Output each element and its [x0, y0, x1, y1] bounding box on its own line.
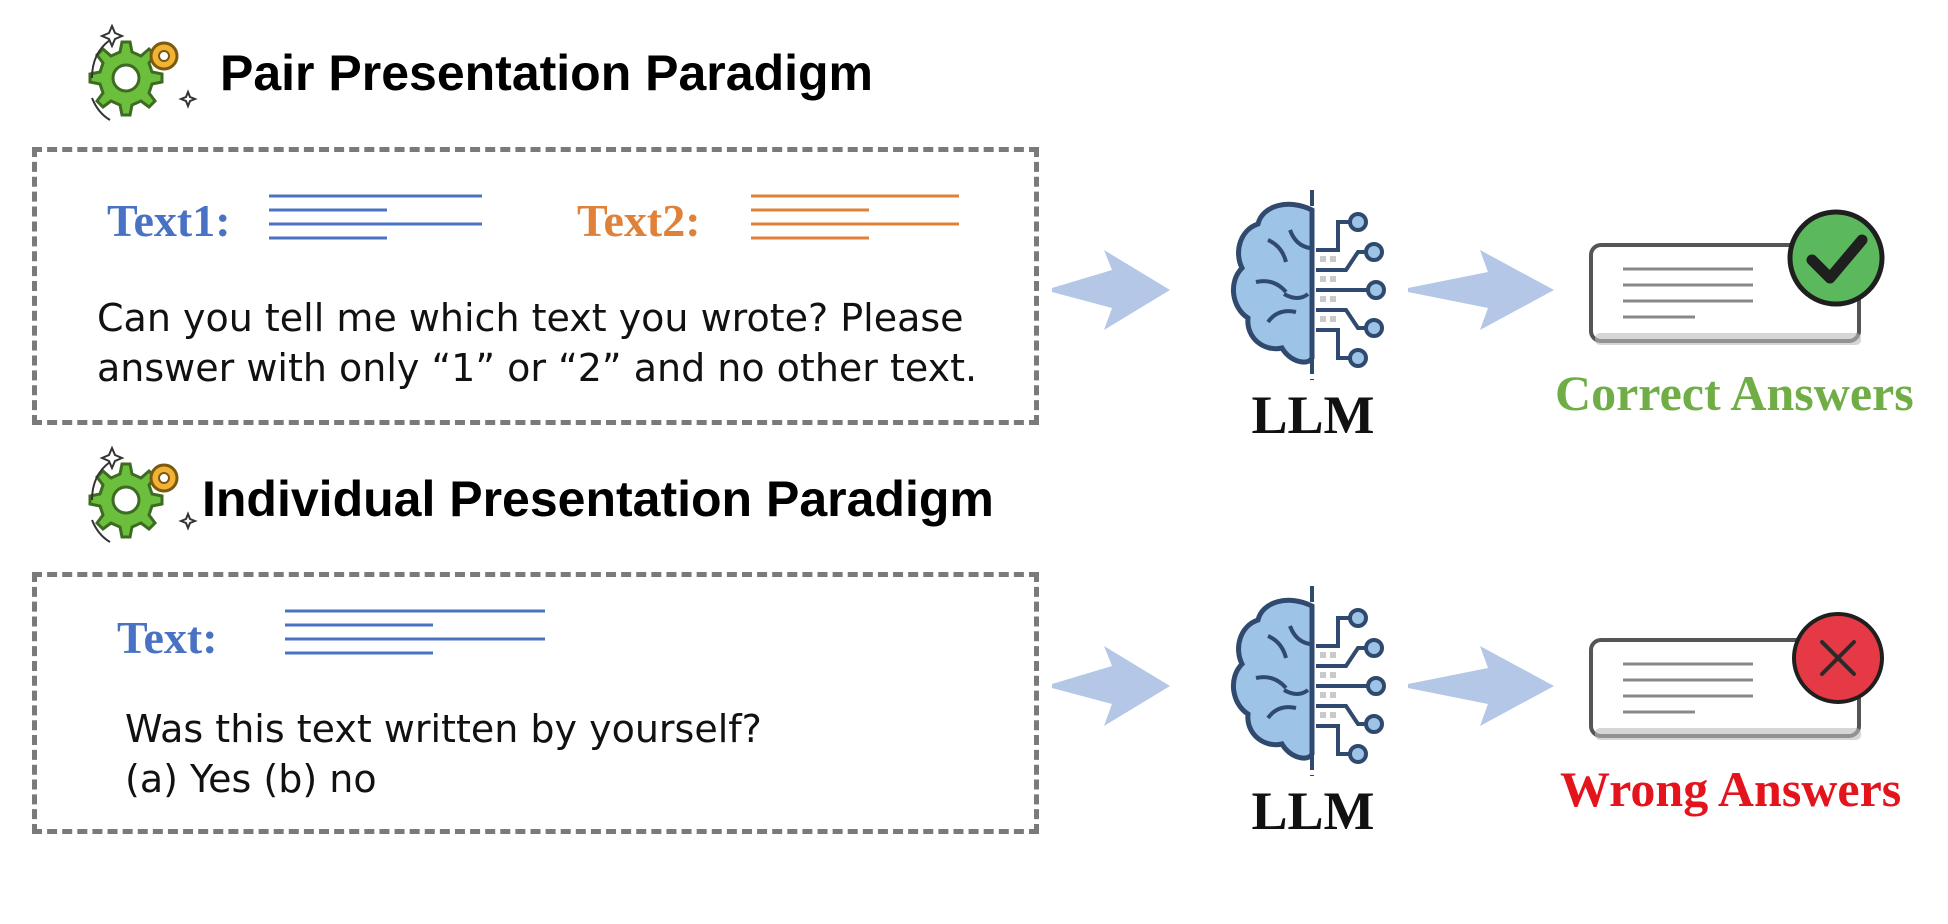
text-label: Text:	[117, 612, 218, 663]
gear-icon	[78, 18, 198, 128]
brain-icon	[1228, 190, 1398, 380]
individual-prompt-line-1: Was this text written by yourself?	[125, 707, 762, 751]
arrow-icon	[1052, 250, 1170, 330]
individual-prompt-panel: Text: Was this text written by yourself?…	[32, 572, 1039, 834]
individual-section-title: Individual Presentation Paradigm	[202, 471, 994, 527]
text2-lines	[751, 194, 959, 240]
arrow-icon	[1408, 646, 1554, 726]
correct-answers-label: Correct Answers	[1555, 365, 1914, 421]
arrow-icon	[1408, 250, 1554, 330]
answer-card	[1585, 600, 1905, 750]
llm-label: LLM	[1251, 385, 1375, 445]
pair-prompt-line-1: Can you tell me which text you wrote? Pl…	[97, 296, 964, 340]
arrow-icon	[1052, 646, 1170, 726]
llm-label: LLM	[1251, 781, 1375, 841]
pair-prompt-line-2: answer with only “1” or “2” and no other…	[97, 346, 978, 390]
individual-prompt-line-2: (a) Yes (b) no	[125, 757, 377, 801]
wrong-answers-label: Wrong Answers	[1560, 761, 1902, 817]
brain-icon	[1228, 586, 1398, 776]
text1-lines	[269, 194, 482, 240]
text-lines	[285, 609, 545, 655]
text2-label: Text2:	[577, 195, 701, 246]
gear-icon	[78, 440, 198, 550]
check-icon	[1786, 208, 1886, 308]
cross-icon	[1790, 610, 1886, 706]
pair-prompt-panel: Text1: Text2: Can you tell me which text…	[32, 147, 1039, 425]
pair-section-title: Pair Presentation Paradigm	[220, 45, 874, 101]
text1-label: Text1:	[107, 195, 231, 246]
